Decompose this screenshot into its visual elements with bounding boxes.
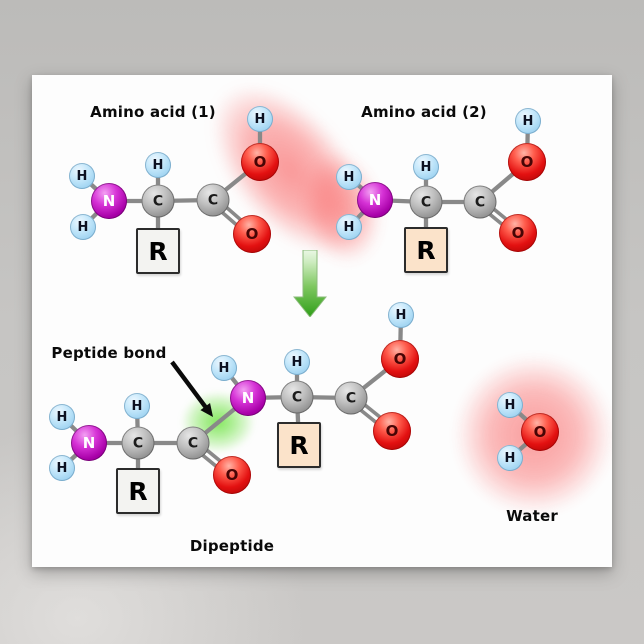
- atom-h: H: [70, 214, 96, 240]
- amino-acid-2-label: Amino acid (2): [361, 103, 487, 121]
- atom-c: C: [121, 426, 155, 460]
- atom-n: N: [230, 380, 266, 416]
- atom-h: H: [388, 302, 414, 328]
- atom-c: C: [176, 426, 210, 460]
- atom-h: H: [413, 154, 439, 180]
- r-group-box: R: [136, 228, 180, 274]
- atom-c: C: [334, 381, 368, 415]
- atom-h: H: [497, 392, 523, 418]
- dipeptide-label: Dipeptide: [189, 537, 275, 555]
- atom-h: H: [69, 163, 95, 189]
- atom-o: O: [373, 412, 411, 450]
- atom-n: N: [71, 425, 107, 461]
- atom-o: O: [241, 143, 279, 181]
- r-group-box: R: [116, 468, 160, 514]
- atom-o: O: [233, 215, 271, 253]
- atom-h: H: [211, 355, 237, 381]
- atom-o: O: [521, 413, 559, 451]
- atom-h: H: [124, 393, 150, 419]
- water-label: Water: [506, 507, 558, 525]
- atom-n: N: [91, 183, 127, 219]
- amino-acid-1-label: Amino acid (1): [90, 103, 216, 121]
- atom-h: H: [336, 164, 362, 190]
- atom-c: C: [141, 184, 175, 218]
- atom-h: H: [49, 404, 75, 430]
- atom-c: C: [463, 185, 497, 219]
- atom-o: O: [381, 340, 419, 378]
- atom-o: O: [499, 214, 537, 252]
- atom-h: H: [497, 445, 523, 471]
- down-arrow-shape: [293, 250, 327, 317]
- atom-c: C: [280, 380, 314, 414]
- r-group-box: R: [277, 422, 321, 468]
- atom-o: O: [213, 456, 251, 494]
- atom-h: H: [336, 214, 362, 240]
- r-group-box: R: [404, 227, 448, 273]
- peptide-bond-label: Peptide bond: [51, 344, 167, 362]
- atom-h: H: [49, 455, 75, 481]
- atom-o: O: [508, 143, 546, 181]
- atom-h: H: [284, 349, 310, 375]
- reaction-down-arrow-icon: [293, 250, 327, 317]
- atom-c: C: [196, 183, 230, 217]
- atom-n: N: [357, 182, 393, 218]
- atom-c: C: [409, 185, 443, 219]
- atom-h: H: [515, 108, 541, 134]
- atom-h: H: [145, 152, 171, 178]
- atom-h: H: [247, 106, 273, 132]
- peptide-bond-annotation-arrow: [170, 360, 210, 412]
